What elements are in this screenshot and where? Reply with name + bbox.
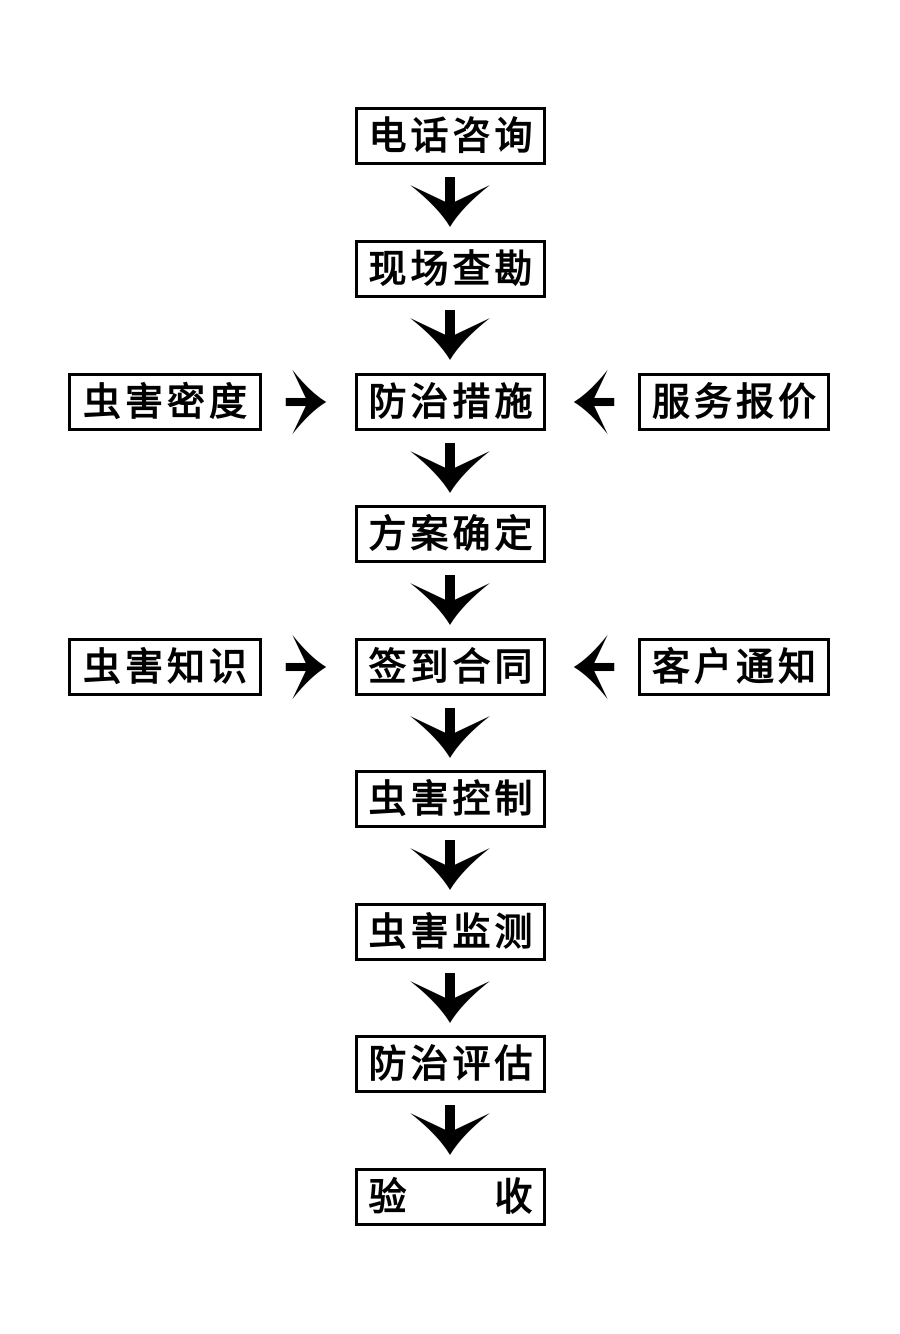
side-input-pest-density: 虫害密度 — [68, 373, 262, 431]
flow-step-acceptance: 验 收 — [355, 1168, 546, 1226]
flow-step-sign-contract: 签到合同 — [355, 638, 546, 696]
down-arrow-icon — [408, 310, 492, 360]
flow-step-pest-control: 虫害控制 — [355, 770, 546, 828]
flow-step-plan-confirm: 方案确定 — [355, 505, 546, 563]
side-input-label: 虫害知识 — [82, 645, 251, 689]
flow-step-label: 现场查勘 — [368, 247, 537, 291]
left-arrow-icon — [568, 633, 620, 701]
right-arrow-icon — [280, 368, 332, 436]
down-arrow-icon — [408, 973, 492, 1023]
down-arrow-icon — [408, 840, 492, 890]
side-input-label: 服务报价 — [651, 380, 820, 424]
flow-step-control-measures: 防治措施 — [355, 373, 546, 431]
flow-step-pest-monitoring: 虫害监测 — [355, 903, 546, 961]
down-arrow-icon — [408, 177, 492, 227]
down-arrow-icon — [408, 1105, 492, 1155]
right-arrow-icon — [280, 633, 332, 701]
flow-step-label: 签到合同 — [368, 645, 537, 689]
left-arrow-icon — [568, 368, 620, 436]
flow-step-label: 方案确定 — [368, 512, 537, 556]
side-input-service-quote: 服务报价 — [638, 373, 830, 431]
side-input-pest-knowledge: 虫害知识 — [68, 638, 262, 696]
side-input-label: 客户通知 — [651, 645, 820, 689]
flow-step-label: 虫害监测 — [368, 910, 537, 954]
down-arrow-icon — [408, 575, 492, 625]
down-arrow-icon — [408, 708, 492, 758]
side-input-customer-notice: 客户通知 — [638, 638, 830, 696]
flow-step-label: 验 收 — [368, 1175, 537, 1219]
flow-step-label: 电话咨询 — [368, 114, 537, 158]
side-input-label: 虫害密度 — [82, 380, 251, 424]
flow-step-site-survey: 现场查勘 — [355, 240, 546, 298]
flow-step-phone-consult: 电话咨询 — [355, 107, 546, 165]
flow-step-label: 防治评估 — [368, 1042, 537, 1086]
flow-step-control-evaluation: 防治评估 — [355, 1035, 546, 1093]
flow-step-label: 虫害控制 — [368, 777, 537, 821]
flow-step-label: 防治措施 — [368, 380, 537, 424]
down-arrow-icon — [408, 443, 492, 493]
